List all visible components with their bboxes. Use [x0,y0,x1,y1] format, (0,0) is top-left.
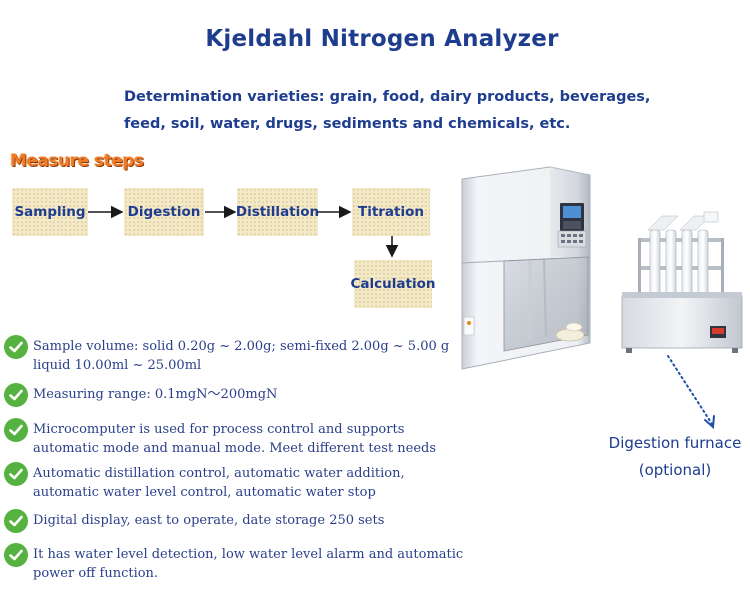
feature-text: Microcomputer is used for process contro… [33,422,405,437]
feature-text: automatic mode and manual mode. Meet dif… [33,441,437,456]
furnace-label-line-2: (optional) [638,461,712,479]
feature-item: Sample volume: solid 0.20g ~ 2.00g; semi… [4,335,449,375]
feature-text: Digital display, east to operate, date s… [33,513,385,528]
feature-item: It has water level detection, low water … [4,543,463,583]
feature-text: Measuring range: 0.1mgN～200mgN [33,387,278,402]
varieties-line-2: feed, soil, water, drugs, sediments and … [124,116,571,132]
page-title: Kjeldahl Nitrogen Analyzer [205,26,559,52]
check-circle-icon [4,462,28,486]
step-sampling: Sampling [12,188,88,236]
feature-item: Measuring range: 0.1mgN～200mgN [4,383,277,407]
feature-text: Sample volume: solid 0.20g ~ 2.00g; semi… [33,339,450,354]
check-circle-icon [4,509,28,533]
determination-varieties: Determination varieties: grain, food, da… [124,84,684,138]
step-calculation: Calculation [351,260,435,308]
step-distillation: Distillation [236,188,319,236]
digestion-furnace-image [621,211,743,353]
check-circle-icon [4,543,28,567]
feature-text: automatic water level control, automatic… [33,485,376,500]
feature-item: Microcomputer is used for process contro… [4,418,436,458]
step-digestion: Digestion [124,188,204,236]
varieties-line-1: Determination varieties: grain, food, da… [124,89,651,105]
dotted-pointer [667,355,713,425]
feature-text: liquid 10.00ml ~ 25.00ml [33,358,202,373]
kjeldahl-analyzer-image [461,166,591,370]
feature-text: It has water level detection, low water … [33,547,464,562]
feature-text: Automatic distillation control, automati… [33,466,405,481]
feature-text: power off function. [33,566,159,581]
check-circle-icon [4,335,28,359]
feature-item: Digital display, east to operate, date s… [4,509,384,533]
measure-steps-heading: Measure steps [10,151,144,171]
furnace-label-line-1: Digestion furnace [608,434,742,452]
digestion-furnace-label: Digestion furnace (optional) [600,430,750,484]
check-circle-icon [4,383,28,407]
check-circle-icon [4,418,28,442]
feature-item: Automatic distillation control, automati… [4,462,405,502]
step-titration: Titration [352,188,430,236]
